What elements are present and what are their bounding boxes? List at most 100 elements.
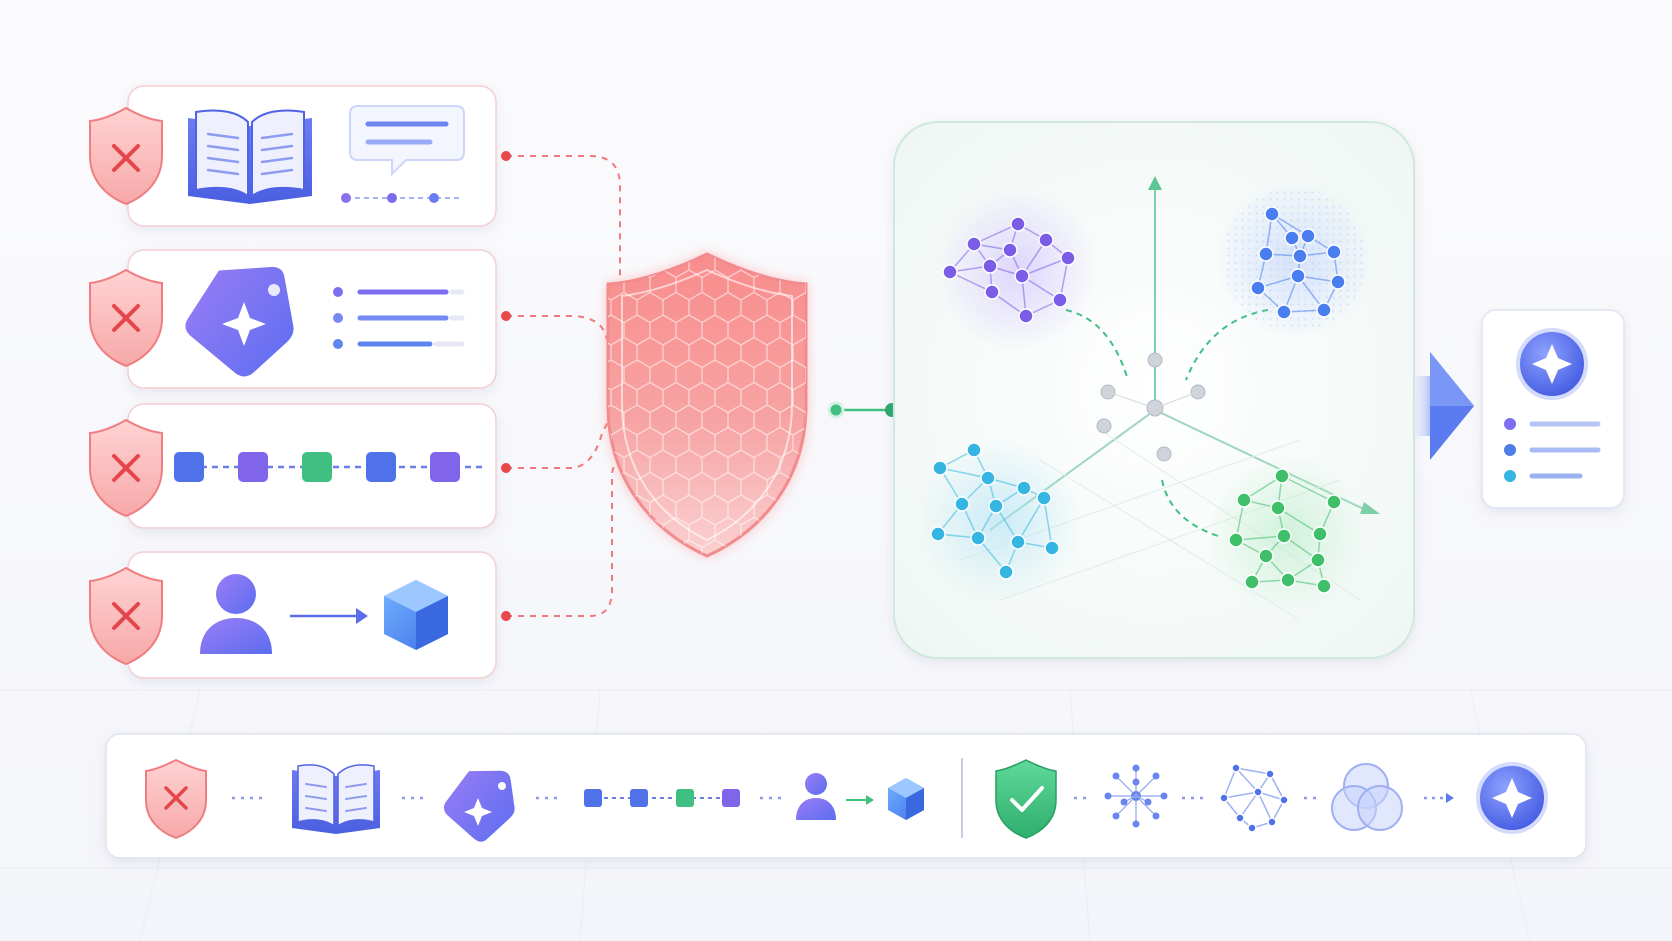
radial-net-node [1152,812,1160,820]
blue-cluster-node [1264,206,1280,222]
mini-net-edge [1235,767,1259,793]
output-arrow [1412,352,1474,460]
mini-net-edge [1223,791,1259,799]
mini-net-node [1231,763,1241,773]
cyan-cluster-node [1036,490,1052,506]
purple-cluster-node [1052,292,1068,308]
mini-net-node [1247,823,1257,833]
cyan-cluster-node [1010,534,1026,550]
green-cluster-node [1258,548,1274,564]
green-cluster-edge [1277,507,1321,535]
green-cluster-node [1276,528,1292,544]
sparkle-tag-icon [185,266,294,377]
cyan-cluster-edge [1017,497,1045,543]
green-cluster-node [1270,500,1286,516]
radial-net-node [1160,792,1168,800]
mini-net-node [1267,817,1277,827]
cube-icon [384,580,448,650]
bullet-list-icon [333,287,465,349]
purple-cluster-node [1038,232,1054,248]
mini-net-edge [1235,767,1271,775]
radial-net-edge [1135,795,1157,817]
x-shield-icon [145,758,207,840]
user-cube-icon [796,773,924,820]
cluster-green [1206,454,1366,614]
radial-network-icon [1104,764,1168,828]
purple-cluster-node [982,258,998,274]
blue-cluster-node [1290,268,1306,284]
honeycomb-shield-icon [606,252,808,558]
cyan-cluster-node [998,564,1014,580]
blue-cluster-node [1284,230,1300,246]
shield-to-space-link [827,401,899,419]
input-card-1 [89,85,497,227]
user-icon [200,574,272,654]
purple-cluster-node [1060,250,1076,266]
cyan-cluster-node [954,496,970,512]
radial-net-edge [1115,795,1137,817]
cyan-cluster-node [966,442,982,458]
cluster-blue [1214,180,1374,340]
sparkle-icon [1476,762,1548,834]
network-icon [1219,763,1289,833]
blue-cluster-node [1300,228,1316,244]
purple-cluster-node [1010,216,1026,232]
green-cluster-edge [1235,535,1285,541]
check-shield-icon [995,759,1057,839]
arrow-right-icon [1424,793,1454,803]
mini-net-edge [1239,791,1259,819]
green-cluster-node [1244,574,1260,590]
radial-net-node [1144,798,1152,806]
input-card-3 [89,403,497,529]
radial-net-node [1112,772,1120,780]
purple-cluster-node [942,264,958,280]
green-cluster-node [1310,552,1326,568]
mini-net-node [1219,793,1229,803]
tag-icon [443,770,515,842]
cluster-cyan [918,438,1082,602]
mini-net-node [1279,795,1289,805]
green-cluster-node [1316,578,1332,594]
cyan-cluster-edge [939,467,989,479]
blue-cluster-node [1258,246,1274,262]
x-shield-icon [89,268,163,368]
purple-cluster-node [1018,308,1034,324]
purple-cluster-node [1002,242,1018,258]
output-card [1481,309,1625,509]
green-cluster-node [1236,492,1252,508]
sparkle-icon [1516,328,1588,400]
cyan-cluster-node [988,498,1004,514]
mini-net-node [1265,769,1275,779]
cluster-purple [936,188,1100,352]
mini-net-edge [1223,767,1237,799]
input-card-2 [89,249,497,389]
blue-cluster-node [1330,274,1346,290]
square-sequence-icon [174,452,484,482]
purple-cluster-edge [949,271,993,293]
x-shield-icon [89,418,163,518]
summary-bar [105,733,1587,859]
purple-cluster-edge [1021,257,1069,277]
green-cluster-node [1312,526,1328,542]
book-icon [188,109,312,204]
blue-cluster-node [1276,304,1292,320]
radial-net-node [1112,812,1120,820]
blue-cluster-node [1250,280,1266,296]
green-cluster-edge [1281,475,1335,503]
radial-net-edge [1115,775,1137,797]
venn-icon [1331,763,1403,831]
chat-bubble-icon [349,105,465,177]
cyan-cluster-node [932,460,948,476]
output-list [1504,418,1601,482]
green-cluster-node [1228,532,1244,548]
blue-cluster-node [1292,248,1308,264]
radial-net-node [1132,778,1140,786]
cyan-cluster-edge [1043,497,1053,549]
input-card-4 [89,551,497,679]
radial-net-node [1120,798,1128,806]
cyan-cluster-node [1044,540,1060,556]
purple-cluster-node [966,236,982,252]
cyan-cluster-node [930,526,946,542]
mini-net-node [1235,813,1245,823]
green-cluster-node [1274,468,1290,484]
